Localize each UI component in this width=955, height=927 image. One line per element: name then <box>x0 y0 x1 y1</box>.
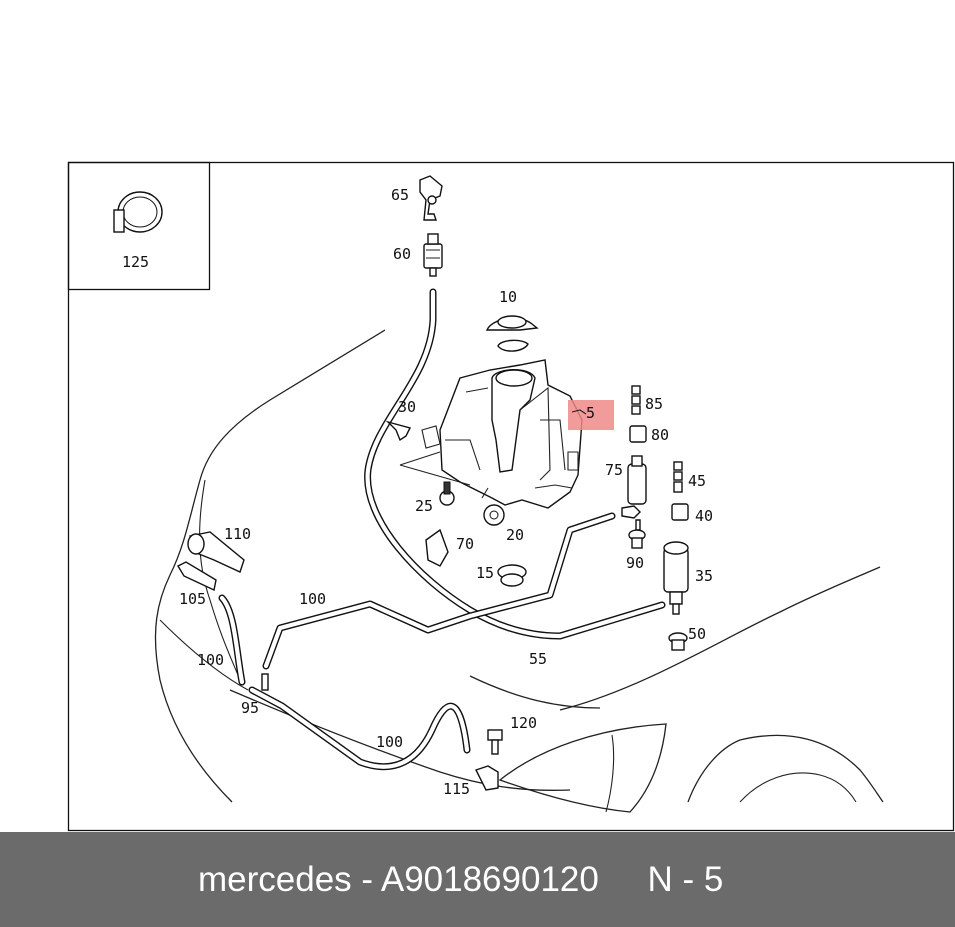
nut-20 <box>483 504 505 526</box>
footer-part-number: mercedes - A9018690120 N - 5 <box>198 860 724 899</box>
callout-60: 60 <box>393 245 411 263</box>
leader-20 <box>481 487 489 499</box>
jet-nozzle-65 <box>419 175 443 221</box>
callout-120: 120 <box>510 714 537 732</box>
grommet-90 <box>628 529 646 549</box>
callout-85: 85 <box>645 395 663 413</box>
callout-5-highlight <box>568 400 614 430</box>
callout-15: 15 <box>476 564 494 582</box>
callout-5: 5 <box>586 404 595 422</box>
reservoir-cap <box>485 315 539 352</box>
screw-120 <box>487 729 503 755</box>
car-body-outline <box>154 329 884 813</box>
callout-100c: 100 <box>376 733 403 751</box>
hose-lines <box>218 288 666 771</box>
callout-70: 70 <box>456 535 474 553</box>
check-valve-60 <box>423 233 443 277</box>
washer-pump-75 <box>621 455 647 531</box>
callout-100a: 100 <box>299 590 326 608</box>
callout-80: 80 <box>651 426 669 444</box>
callout-75: 75 <box>605 461 623 479</box>
callout-115: 115 <box>443 780 470 798</box>
clip-30 <box>385 420 412 442</box>
callout-10: 10 <box>499 288 517 306</box>
grommet-15 <box>497 564 527 587</box>
callout-30: 30 <box>398 398 416 416</box>
grommet-50 <box>668 632 688 651</box>
callout-20: 20 <box>506 526 524 544</box>
hose-clamp-125 <box>113 191 163 233</box>
callout-25: 25 <box>415 497 433 515</box>
grommet-80 <box>629 425 647 443</box>
nozzle-115 <box>475 765 499 791</box>
connector-110 <box>187 531 245 573</box>
callout-95: 95 <box>241 699 259 717</box>
bracket-70 <box>425 528 449 567</box>
fitting-85 <box>631 385 641 415</box>
grommet-40 <box>671 503 689 521</box>
callout-110: 110 <box>224 525 251 543</box>
callout-100b: 100 <box>197 651 224 669</box>
leader-5 <box>571 409 587 415</box>
callout-35: 35 <box>695 567 713 585</box>
inset-box <box>67 161 211 291</box>
callout-125: 125 <box>122 253 149 271</box>
callout-40: 40 <box>695 507 713 525</box>
washer-pump-35 <box>663 541 689 615</box>
connector-95 <box>261 673 269 691</box>
callout-55: 55 <box>529 650 547 668</box>
callout-90: 90 <box>626 554 644 572</box>
washer-reservoir-tank <box>399 359 583 509</box>
callout-65: 65 <box>391 186 409 204</box>
parts-diagram: 10 65 60 125 30 5 85 80 75 45 40 25 20 1… <box>67 161 955 832</box>
connector-105 <box>177 561 217 592</box>
callout-50: 50 <box>688 625 706 643</box>
callout-45: 45 <box>688 472 706 490</box>
screw-25 <box>439 481 455 506</box>
callout-105: 105 <box>179 590 206 608</box>
fitting-45 <box>673 461 683 493</box>
footer-bar: mercedes - A9018690120 N - 5 <box>0 832 955 927</box>
